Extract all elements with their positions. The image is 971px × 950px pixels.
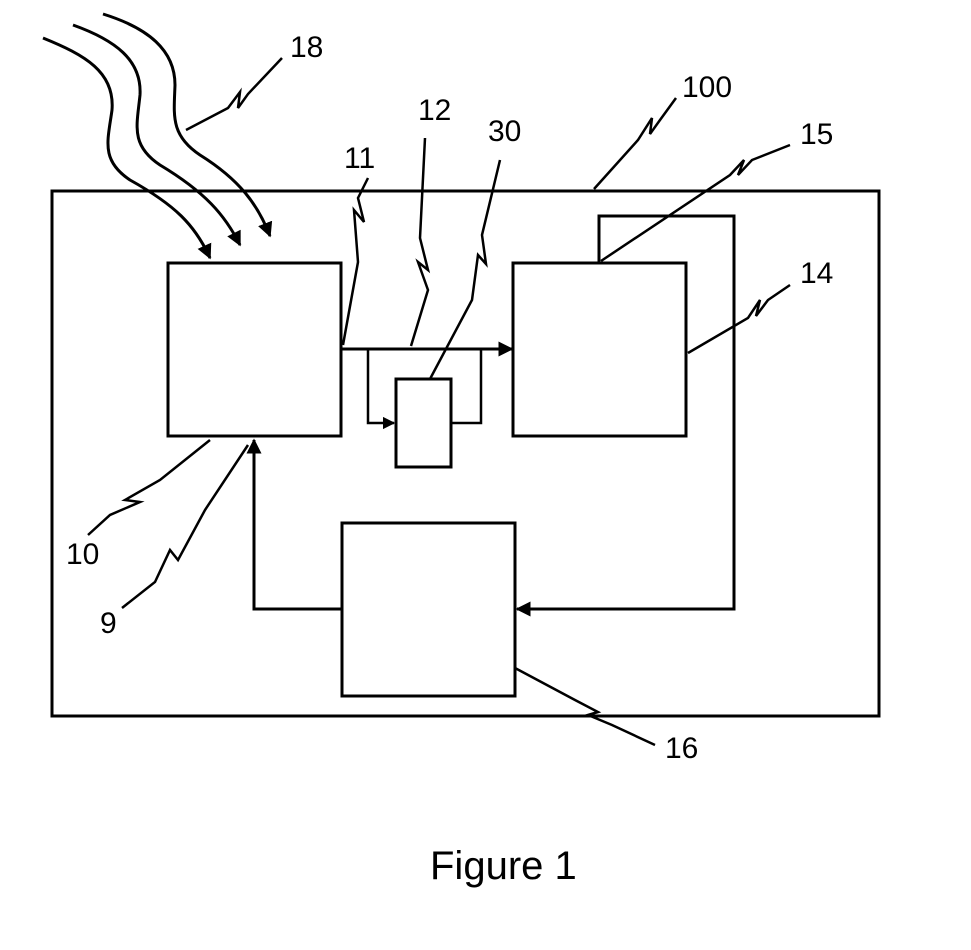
label-11: 11: [344, 142, 375, 175]
feedback-16-to-10: [254, 440, 342, 609]
label-15: 15: [800, 118, 833, 151]
block-10: [168, 263, 341, 436]
label-10: 10: [66, 538, 99, 571]
branch-from-30: [451, 349, 481, 423]
input-wave-1: [43, 38, 210, 258]
label-14: 14: [800, 257, 833, 290]
branch-to-30: [368, 349, 394, 423]
input-wave-2: [73, 25, 240, 245]
block-14: [513, 263, 686, 436]
leader-16: [515, 668, 655, 745]
leader-100: [594, 98, 676, 189]
leader-12: [411, 138, 428, 346]
leader-14: [688, 285, 790, 353]
block-16: [342, 523, 515, 696]
connection-14-to-16: [517, 216, 734, 609]
leader-18: [186, 58, 282, 130]
leader-15: [601, 145, 790, 261]
label-18: 18: [290, 31, 323, 64]
leader-10: [88, 440, 210, 535]
label-12: 12: [418, 94, 451, 127]
figure-caption: Figure 1: [430, 844, 577, 888]
leader-9: [122, 445, 248, 608]
label-16: 16: [665, 732, 698, 765]
leader-30: [430, 160, 500, 379]
label-30: 30: [488, 115, 521, 148]
enclosure-100: [52, 191, 879, 716]
block-30: [396, 379, 451, 467]
label-100: 100: [682, 71, 732, 104]
input-wave-3: [103, 14, 270, 236]
leader-11: [343, 178, 368, 345]
label-9: 9: [100, 607, 117, 640]
